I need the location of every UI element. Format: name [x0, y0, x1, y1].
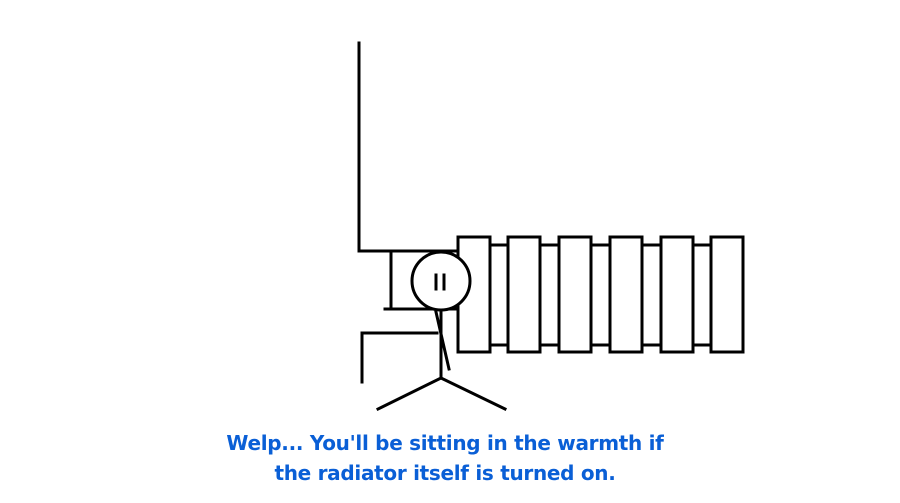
- stick-figure-leg: [375, 375, 444, 412]
- radiator-back-panel: [456, 243, 745, 347]
- caption-line-1: Welp... You'll be sitting in the warmth …: [226, 431, 664, 455]
- radiator-column: [557, 235, 593, 354]
- stick-figure-arm: [434, 310, 451, 371]
- caption-line-2: the radiator itself is turned on.: [274, 461, 616, 485]
- stick-figure-leg: [438, 375, 508, 412]
- radiator-icon: [456, 235, 745, 354]
- wall-line: [357, 41, 460, 253]
- radiator-column: [506, 235, 542, 354]
- stick-figure-icon: [375, 250, 508, 412]
- radiator-column: [608, 235, 644, 354]
- radiator-column: [709, 235, 745, 354]
- caption: Welp... You'll be sitting in the warmth …: [0, 428, 890, 488]
- radiator-column: [659, 235, 695, 354]
- stick-figure-head: [410, 250, 472, 312]
